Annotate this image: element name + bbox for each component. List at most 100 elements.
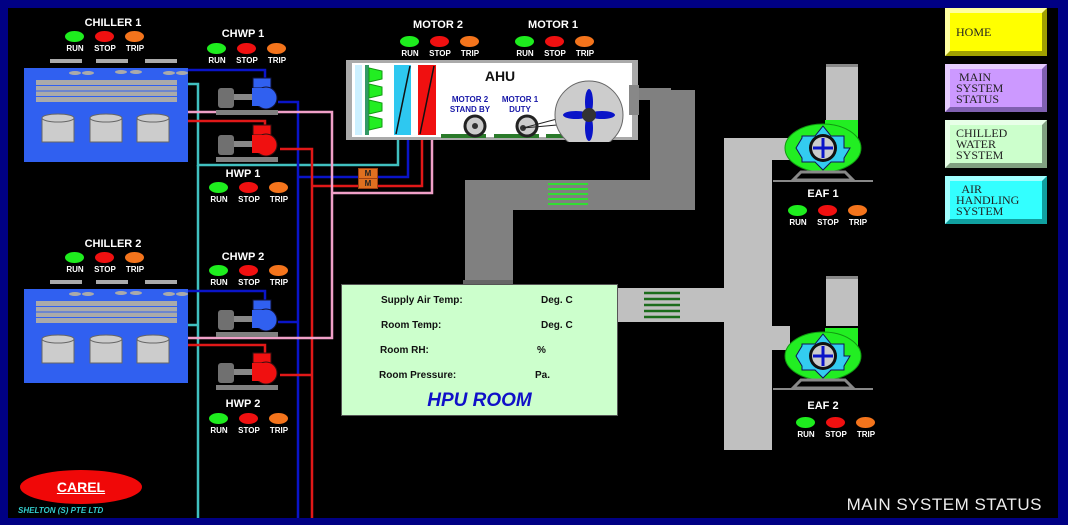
supply-air-temp-unit: Deg. C	[541, 295, 573, 306]
chilled-water-system-label: CHILLED WATER SYSTEM	[956, 125, 1008, 162]
stop-indicator	[95, 31, 114, 42]
room-temp-label: Room Temp:	[381, 320, 442, 331]
run-label: RUN	[66, 265, 84, 274]
chiller2-unit[interactable]	[24, 277, 192, 385]
trip-indicator	[125, 31, 144, 42]
hwp2-pump[interactable]	[216, 351, 286, 393]
hw-control-valve[interactable]: M	[358, 178, 378, 189]
chwp2-status-indicators: RUN STOP TRIP	[206, 265, 296, 291]
page-title: MAIN SYSTEM STATUS	[846, 495, 1042, 514]
run-label: RUN	[210, 195, 228, 204]
run-indicator	[207, 43, 226, 54]
chwp1-pump[interactable]	[216, 76, 286, 118]
run-indicator	[209, 265, 228, 276]
trip-label: TRIP	[125, 265, 145, 274]
run-label: RUN	[208, 56, 226, 65]
room-rh-label: Room RH:	[380, 345, 429, 356]
company-name: SHELTON (S) PTE LTD	[18, 506, 104, 515]
hpu-room-panel: Supply Air Temp: Deg. C Room Temp: Deg. …	[341, 284, 618, 416]
exhaust-duct	[614, 64, 858, 450]
trip-label: TRIP	[460, 49, 480, 58]
stop-indicator	[430, 36, 449, 47]
run-label: RUN	[789, 218, 807, 227]
trip-label: TRIP	[267, 56, 287, 65]
stop-indicator	[239, 413, 258, 424]
trip-label: TRIP	[575, 49, 595, 58]
chiller2-label: CHILLER 2	[84, 238, 142, 250]
run-indicator	[796, 417, 815, 428]
run-label: RUN	[797, 430, 815, 439]
home-button[interactable]: HOME	[945, 8, 1047, 56]
stop-label: STOP	[94, 265, 116, 274]
chwp1-status-indicators: RUN STOP TRIP	[204, 43, 294, 69]
run-label: RUN	[210, 278, 228, 287]
hpu-room-title: HPU ROOM	[427, 390, 532, 411]
stop-indicator	[95, 252, 114, 263]
eaf1-label: EAF 1	[807, 188, 839, 200]
ahu-title: AHU	[484, 68, 516, 84]
stop-label: STOP	[238, 426, 260, 435]
chiller1-status-indicators: RUN STOP TRIP	[62, 31, 152, 57]
main-system-status-label: MAIN SYSTEM STATUS	[956, 69, 1004, 106]
carel-logo: CAREL	[20, 470, 142, 504]
chwp2-label: CHWP 2	[221, 251, 265, 263]
run-indicator	[788, 205, 807, 216]
trip-indicator	[269, 265, 288, 276]
chwp1-label: CHWP 1	[221, 28, 265, 40]
stop-label: STOP	[236, 56, 258, 65]
trip-label: TRIP	[856, 430, 876, 439]
trip-label: TRIP	[848, 218, 868, 227]
trip-indicator	[848, 205, 867, 216]
run-label: RUN	[66, 44, 84, 53]
trip-indicator	[269, 182, 288, 193]
trip-indicator	[575, 36, 594, 47]
motor1-label: MOTOR 1	[528, 19, 578, 31]
stop-label: STOP	[825, 430, 847, 439]
stop-indicator	[237, 43, 256, 54]
stop-indicator	[826, 417, 845, 428]
motor2-label: MOTOR 2	[413, 19, 463, 31]
hwp2-status-indicators: RUN STOP TRIP	[206, 413, 296, 439]
stop-indicator	[818, 205, 837, 216]
ahu-motor1-label: MOTOR 1	[501, 95, 539, 104]
trip-indicator	[460, 36, 479, 47]
stop-indicator	[545, 36, 564, 47]
air-handling-system-button[interactable]: AIR HANDLING SYSTEM	[945, 176, 1047, 224]
hwp1-label: HWP 1	[225, 168, 261, 180]
eaf1-fan[interactable]	[773, 118, 873, 184]
run-indicator	[515, 36, 534, 47]
trip-label: TRIP	[269, 278, 289, 287]
chiller1-unit[interactable]	[24, 56, 192, 164]
main-system-status-button[interactable]: MAIN SYSTEM STATUS	[945, 64, 1047, 112]
stop-label: STOP	[429, 49, 451, 58]
hwp2-label: HWP 2	[225, 398, 261, 410]
eaf2-fan[interactable]	[773, 326, 873, 392]
room-rh-unit: %	[537, 345, 546, 356]
room-pressure-unit: Pa.	[535, 370, 551, 381]
trip-indicator	[125, 252, 144, 263]
air-handling-system-label: AIR HANDLING SYSTEM	[956, 181, 1020, 218]
run-label: RUN	[210, 426, 228, 435]
ahu-motor1-status: DUTY	[509, 105, 531, 114]
airflow-arrows-supply	[548, 183, 588, 205]
room-temp-unit: Deg. C	[541, 320, 573, 331]
trip-indicator	[856, 417, 875, 428]
chilled-water-system-button[interactable]: CHILLED WATER SYSTEM	[945, 120, 1047, 168]
trip-indicator	[269, 413, 288, 424]
trip-label: TRIP	[269, 426, 289, 435]
ahu-unit[interactable]	[346, 60, 646, 142]
main-canvas: CHILLER 1 RUN STOP TRIP CHILLER 2 RUN ST…	[8, 8, 1058, 518]
piping-diagram	[188, 64, 858, 518]
trip-label: TRIP	[125, 44, 145, 53]
chwp2-pump[interactable]	[216, 298, 286, 340]
supply-air-temp-label: Supply Air Temp:	[381, 295, 463, 306]
stop-label: STOP	[238, 278, 260, 287]
room-pressure-label: Room Pressure:	[379, 370, 457, 381]
hwp1-pump[interactable]	[216, 123, 286, 165]
eaf2-status-indicators: RUN STOP TRIP	[793, 417, 883, 443]
